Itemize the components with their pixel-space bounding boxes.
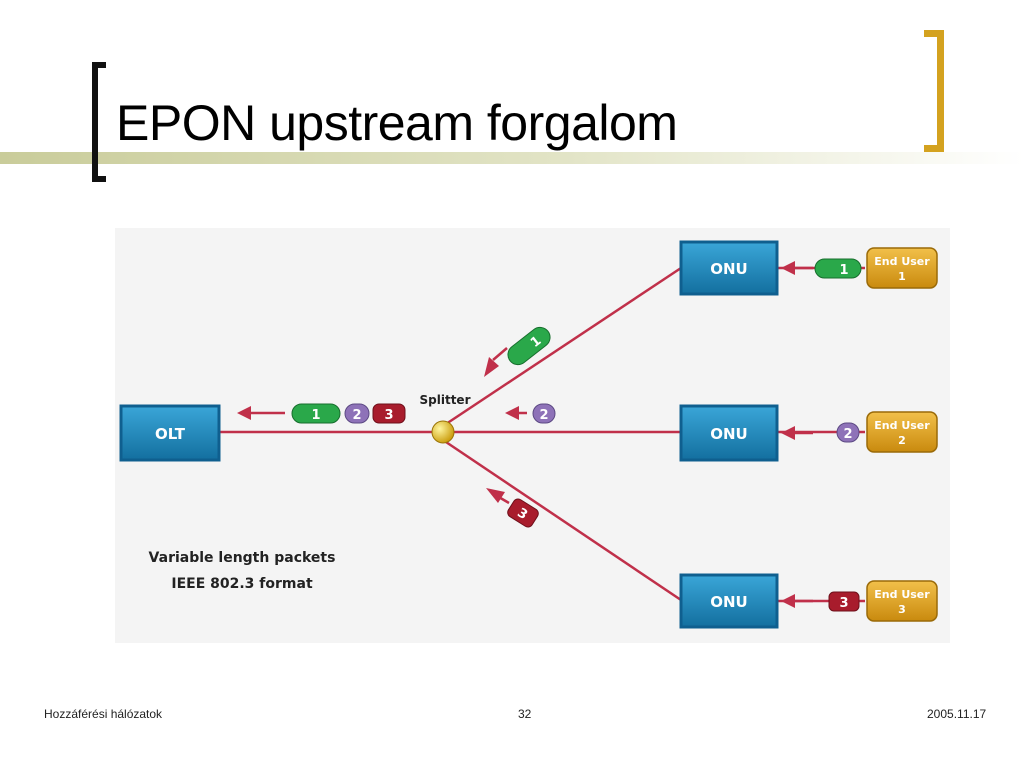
- title-underline-band: [0, 152, 1024, 164]
- onu-label-1: ONU: [710, 260, 748, 278]
- onu-label-2: ONU: [710, 425, 748, 443]
- packet-olt-1-label: 1: [311, 408, 320, 423]
- arrow-olt: [237, 406, 285, 420]
- fiber-splitter-onu1: [442, 266, 682, 428]
- packet-olt-3: 3: [372, 403, 406, 424]
- upstream-arrows: [237, 261, 813, 608]
- footer-date: 2005.11.17: [927, 707, 987, 721]
- epon-diagram-svg: OLT ONU ONU ONU End User 1 End User 2 En…: [119, 240, 938, 629]
- packet-olt-1: 1: [291, 403, 341, 424]
- onu-box-3: ONU: [679, 573, 779, 629]
- arrow-onu3: [781, 594, 813, 608]
- arrow-onu1: [781, 261, 813, 275]
- olt-label: OLT: [155, 425, 186, 443]
- arrow-branch3: [486, 488, 510, 505]
- packet-olt-3-label: 3: [384, 408, 393, 423]
- packet-onu2: 2: [836, 422, 860, 443]
- arrow-onu2: [781, 426, 813, 440]
- packet-olt-2: 2: [344, 403, 370, 424]
- right-bracket-decoration: [924, 30, 944, 152]
- end-user-number-1: 1: [898, 270, 906, 283]
- end-user-label-2: End User: [874, 419, 930, 432]
- packet-branch2: 2: [532, 403, 556, 424]
- splitter-node: Splitter: [420, 393, 471, 444]
- caption-line-1: Variable length packets: [149, 550, 336, 566]
- slide-title: EPON upstream forgalom: [116, 95, 678, 151]
- caption-line-2: IEEE 802.3 format: [171, 576, 313, 592]
- onu-label-3: ONU: [710, 593, 748, 611]
- onu-box-2: ONU: [679, 404, 779, 462]
- onu-box-1: ONU: [679, 240, 779, 296]
- epon-diagram: OLT ONU ONU ONU End User 1 End User 2 En…: [115, 228, 950, 643]
- end-user-number-3: 3: [898, 603, 906, 616]
- fiber-splitter-onu3: [442, 438, 682, 602]
- left-bracket-decoration: [92, 62, 106, 182]
- packet-branch1: 1: [507, 326, 551, 366]
- arrow-branch2: [505, 406, 527, 420]
- end-user-label-1: End User: [874, 255, 930, 268]
- end-user-box-1: End User 1: [866, 247, 938, 289]
- footer-page-number: 32: [518, 707, 532, 721]
- splitter-label: Splitter: [420, 393, 471, 407]
- footer-course-title: Hozzáférési hálózatok: [44, 707, 163, 721]
- end-user-box-2: End User 2: [866, 411, 938, 453]
- packet-onu2-label: 2: [843, 427, 852, 442]
- packet-olt-2-label: 2: [352, 408, 361, 423]
- end-user-label-3: End User: [874, 588, 930, 601]
- packet-branch2-label: 2: [539, 408, 548, 423]
- olt-box: OLT: [119, 404, 221, 462]
- packet-onu3: 3: [828, 591, 860, 612]
- packet-onu1: 1: [814, 258, 862, 279]
- packet-branch3: 3: [507, 498, 539, 528]
- end-user-box-3: End User 3: [866, 580, 938, 622]
- packet-onu1-label: 1: [839, 263, 848, 278]
- arrow-branch1: [484, 347, 508, 377]
- packet-onu3-label: 3: [839, 596, 848, 611]
- end-user-number-2: 2: [898, 434, 906, 447]
